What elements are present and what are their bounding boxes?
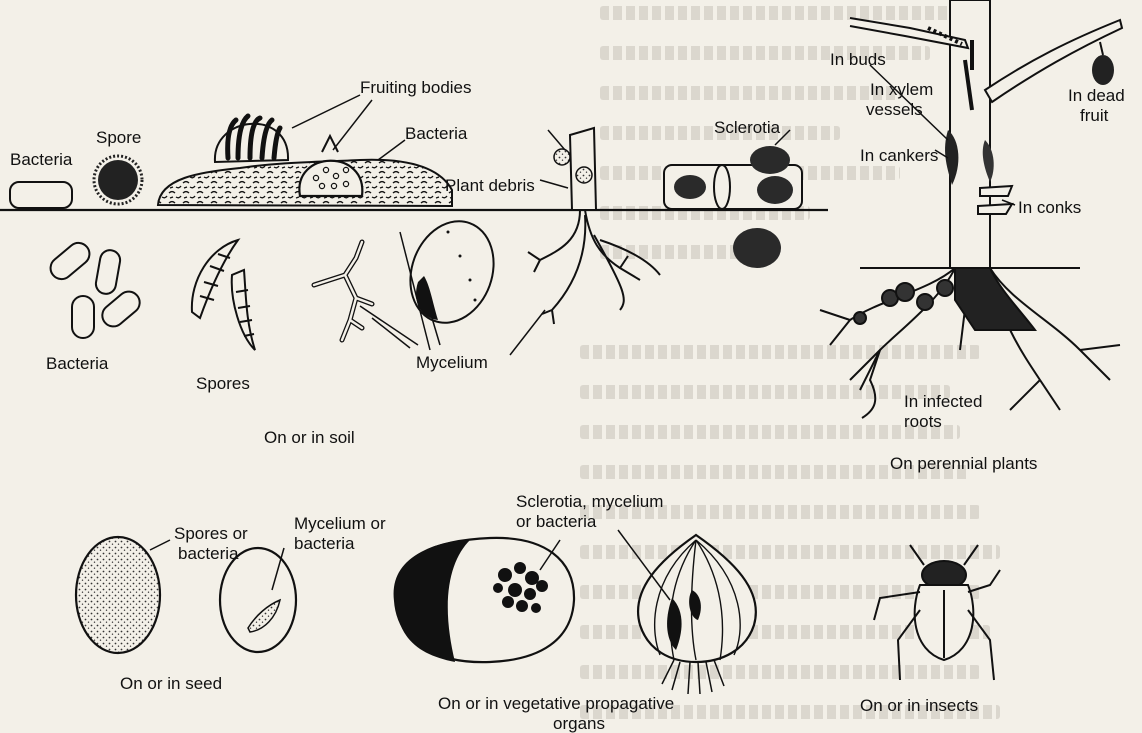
label-bacteria-rod: Bacteria [10, 150, 72, 169]
label-mycelium-or-2: bacteria [294, 534, 354, 553]
bacterium-rod [10, 182, 72, 208]
label-spore: Spore [96, 128, 141, 147]
label-in-cankers: In cankers [860, 146, 938, 165]
label-in-dead-2: fruit [1080, 106, 1108, 125]
label-spores-or-bacteria-1: Spores or [174, 524, 248, 543]
hairy-spore [94, 156, 142, 204]
caption-perennial: On perennial plants [890, 454, 1037, 473]
vegetative-section [395, 530, 756, 694]
caption-vegetative-1: On or in vegetative propagative [438, 694, 674, 713]
sclerotium-in-soil [733, 228, 781, 268]
potato-tuber [397, 209, 508, 334]
seed-stippled [76, 537, 160, 653]
sclerotia-in-stem [664, 130, 802, 268]
bacteria-capsules [46, 238, 144, 338]
branched-mycelium [314, 242, 372, 340]
label-mycelium-or-1: Mycelium or [294, 514, 386, 533]
caption-seed: On or in seed [120, 674, 222, 693]
beetle-insect [874, 545, 1000, 680]
seed-outline [220, 548, 296, 652]
label-in-infected-2: roots [904, 412, 942, 431]
caption-insects: On or in insects [860, 696, 978, 715]
label-in-xylem-2: vessels [866, 100, 923, 119]
label-plant-debris: Plant debris [445, 176, 535, 195]
label-fruiting-bodies: Fruiting bodies [360, 78, 472, 97]
septate-spores [192, 240, 255, 350]
label-sclerotia-mycelium-2: or bacteria [516, 512, 596, 531]
label-in-conks: In conks [1018, 198, 1081, 217]
label-spores-or-bacteria-2: bacteria [178, 544, 238, 563]
label-in-xylem-1: In xylem [870, 80, 933, 99]
label-sclerotia: Sclerotia [714, 118, 780, 137]
label-mycelium: Mycelium [416, 353, 488, 372]
label-in-dead-1: In dead [1068, 86, 1125, 105]
plant-stem-with-roots [528, 128, 660, 324]
label-in-buds: In buds [830, 50, 886, 69]
label-bacteria-capsules: Bacteria [46, 354, 108, 373]
label-spores: Spores [196, 374, 250, 393]
label-in-infected-1: In infected [904, 392, 982, 411]
dead-fruit [1092, 55, 1114, 85]
caption-vegetative-2: organs [553, 714, 605, 733]
label-bacteria-debris: Bacteria [405, 124, 467, 143]
fruiting-body-cup [215, 116, 288, 162]
caption-soil: On or in soil [264, 428, 355, 447]
onion-bulb [638, 535, 756, 694]
label-sclerotia-mycelium-1: Sclerotia, mycelium [516, 492, 663, 511]
